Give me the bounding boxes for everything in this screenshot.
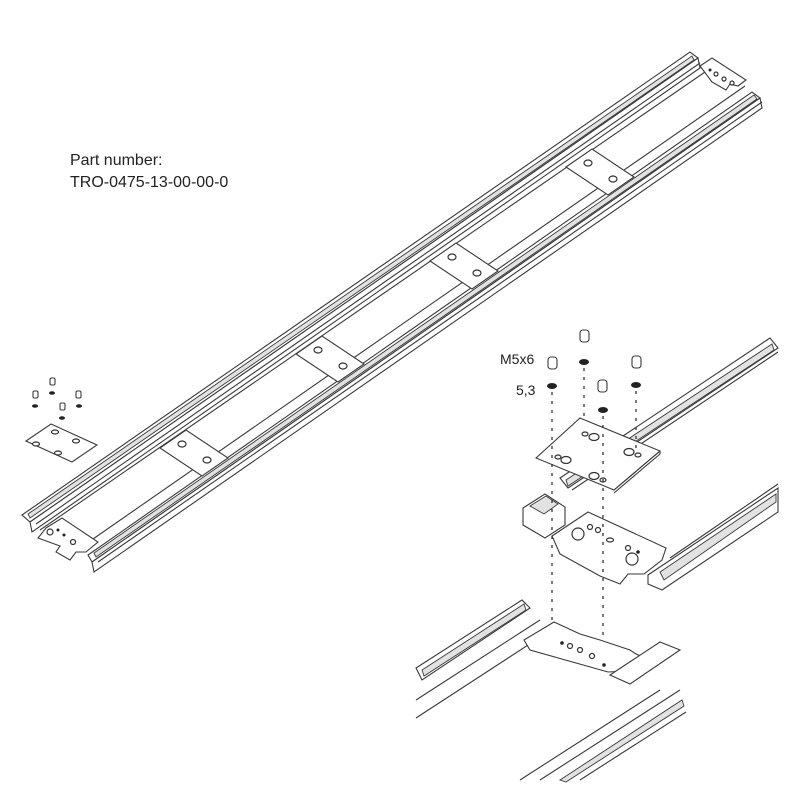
washer-callout: 5,3	[516, 382, 536, 398]
screw-callout: M5x6	[500, 351, 535, 367]
part-number-heading: Part number:	[70, 152, 163, 169]
detail-view	[415, 329, 779, 783]
end-splice-plate-right	[699, 57, 747, 91]
end-splice-plate-left	[37, 517, 99, 561]
screw-m5x6	[547, 329, 642, 393]
part-number-label: Part number: TRO-0475-13-00-00-0	[70, 150, 228, 194]
cross-plate-1	[159, 429, 229, 477]
kit-screw	[32, 377, 82, 411]
part-number-value: TRO-0475-13-00-00-0	[70, 174, 229, 191]
rail-end-plate	[551, 511, 667, 585]
kit-washer	[32, 391, 82, 420]
cross-plate-2	[295, 335, 365, 383]
main-rail-assembly	[21, 51, 763, 573]
cross-plate-4	[565, 148, 635, 196]
washer-5-3	[547, 359, 641, 413]
small-fastener-kit	[24, 377, 99, 463]
cross-plate-3	[429, 242, 499, 290]
lower-rail-end-plate	[523, 621, 651, 673]
